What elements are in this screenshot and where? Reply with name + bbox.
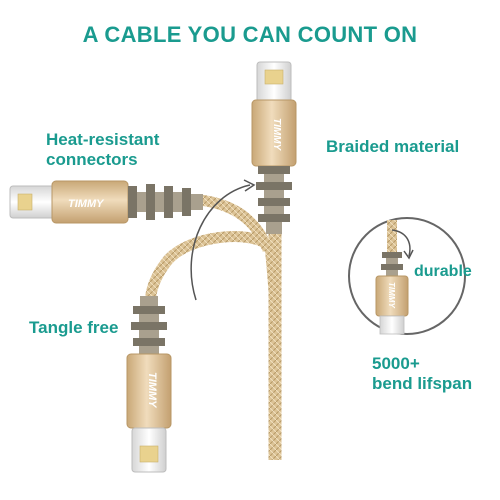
- label-heat-resistant-line2: connectors: [46, 150, 138, 169]
- braided-cable-segment: [143, 231, 272, 331]
- label-braided-material: Braided material: [326, 137, 460, 156]
- label-tangle-free: Tangle free: [29, 318, 119, 337]
- magnifier-circle-icon: TIMMY: [348, 217, 466, 335]
- lightning-connector-left: TIMMY: [9, 180, 203, 224]
- svg-text:TIMMY: TIMMY: [146, 372, 158, 409]
- label-heat-resistant: Heat-resistant connectors: [46, 130, 159, 170]
- arrow-curved-icon: [190, 184, 251, 301]
- label-durable: durable: [414, 263, 472, 280]
- svg-text:TIMMY: TIMMY: [271, 118, 282, 152]
- headline: A CABLE YOU CAN COUNT ON: [82, 22, 418, 47]
- svg-text:TIMMY: TIMMY: [387, 282, 396, 308]
- label-heat-resistant-line1: Heat-resistant: [46, 130, 160, 149]
- lightning-connector-bottom: TIMMY: [126, 296, 172, 473]
- arrow-curved-icon: [391, 229, 411, 257]
- svg-text:TIMMY: TIMMY: [68, 198, 105, 210]
- lightning-connector-top: TIMMY: [251, 61, 297, 234]
- label-bend-line2: bend lifspan: [372, 374, 473, 393]
- label-bend-line1: 5000+: [372, 354, 420, 373]
- label-bend-lifespan: 5000+ bend lifspan: [372, 354, 472, 394]
